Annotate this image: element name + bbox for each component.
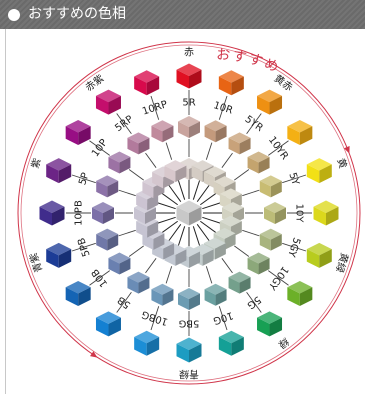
- vivid-cube-5g: [257, 311, 282, 336]
- mid-cube-10b: [108, 253, 130, 275]
- mid-cube-5pb: [96, 229, 118, 251]
- hue-code-label: 10G: [212, 309, 235, 326]
- cube-connector: [222, 258, 233, 273]
- hue-code-label: 5Y: [286, 171, 301, 187]
- starburst-line: [178, 226, 185, 247]
- hue-code-label: 5GY: [285, 236, 302, 259]
- hue-code-label: 5RP: [113, 114, 135, 134]
- mid-cube-5bg: [178, 288, 200, 310]
- starburst-line: [193, 226, 200, 247]
- mid-cube-10rp: [151, 120, 173, 142]
- cube-connector: [234, 170, 249, 181]
- mid-cube-10bg: [151, 284, 173, 306]
- mid-cube-10p: [108, 151, 130, 173]
- mid-cube-5g: [229, 272, 251, 294]
- hue-code-label: 5YR: [243, 114, 265, 134]
- cube-connector: [234, 246, 249, 257]
- cube-connector: [146, 153, 157, 168]
- hue-name-label: 青緑: [179, 368, 199, 381]
- mid-cube-5rp: [127, 132, 149, 154]
- vivid-cube-10yr: [287, 120, 312, 145]
- hue-code-label: 5G: [245, 293, 263, 310]
- vivid-cube-5pb: [46, 243, 71, 268]
- mid-cube-5p: [96, 175, 118, 197]
- vivid-cube-5r: [177, 64, 202, 89]
- vivid-cube-5bg: [177, 338, 202, 363]
- mid-cube-5yr: [229, 132, 251, 154]
- hue-code-label: 10BG: [140, 308, 169, 327]
- vivid-cube-5b: [96, 311, 121, 336]
- cube-connector: [119, 190, 136, 196]
- hue-name-label: 黄緑: [333, 251, 352, 274]
- cube-connector: [242, 230, 259, 236]
- vivid-cube-10y: [314, 201, 339, 226]
- hue-code-label: 10YR: [266, 135, 290, 162]
- mid-cube-10gy: [248, 253, 270, 275]
- ring-arrow-icon: [90, 351, 98, 357]
- center-cube: [177, 201, 202, 226]
- vivid-cube-5yr: [257, 90, 282, 115]
- mid-cube-5b: [127, 272, 149, 294]
- vivid-cube-10rp: [134, 70, 159, 95]
- hue-code-label: 10B: [90, 266, 110, 288]
- hue-code-label: 5BG: [179, 318, 200, 329]
- hue-name-label: 紫: [29, 157, 44, 170]
- vivid-cube-5rp: [96, 90, 121, 115]
- vivid-cube-10b: [66, 281, 91, 306]
- mid-cube-5r: [178, 116, 200, 138]
- mid-cube-10r: [205, 120, 227, 142]
- hue-code-label: 5PB: [76, 236, 92, 258]
- cube-connector: [222, 153, 233, 168]
- hue-code-label: 10P: [90, 137, 110, 159]
- mid-cube-10pb: [92, 202, 114, 224]
- vivid-cube-10r: [219, 70, 244, 95]
- hue-code-label: 5B: [116, 294, 133, 311]
- hue-name-label: 緑: [276, 335, 292, 351]
- starburst-line: [193, 179, 200, 200]
- hue-code-label: 10RP: [141, 99, 169, 117]
- mid-cube-10g: [205, 284, 227, 306]
- vivid-cube-10pb: [40, 201, 65, 226]
- hue-name-label: 青紫: [27, 251, 46, 274]
- cube-connector: [166, 266, 172, 283]
- wheel-caption: おすすめ: [216, 47, 283, 77]
- vivid-cube-5y: [307, 158, 332, 183]
- starburst-line: [178, 179, 185, 200]
- cube-connector: [166, 143, 172, 160]
- cube-connector: [242, 190, 259, 196]
- cube-connector: [206, 143, 212, 160]
- cube-connector: [206, 266, 212, 283]
- hue-name-label: 赤: [184, 47, 194, 59]
- vivid-cube-10gy: [287, 281, 312, 306]
- cube-connector: [119, 230, 136, 236]
- cube-connector: [129, 170, 144, 181]
- mid-cube-5y: [260, 175, 282, 197]
- vivid-cube-5p: [46, 158, 71, 183]
- vivid-cube-10g: [219, 331, 244, 356]
- mid-cube-10y: [264, 202, 286, 224]
- vivid-cube-5gy: [307, 243, 332, 268]
- cube-connector: [129, 246, 144, 257]
- vivid-cube-10bg: [134, 331, 159, 356]
- mid-cube-5gy: [260, 229, 282, 251]
- mid-cube-10yr: [248, 151, 270, 173]
- hue-code-label: 5R: [182, 98, 195, 109]
- cube-connector: [146, 258, 157, 273]
- hue-code-label: 10R: [212, 100, 234, 117]
- hue-code-label: 5P: [77, 171, 91, 186]
- hue-code-label: 10PB: [74, 200, 85, 226]
- vivid-cube-10p: [66, 120, 91, 145]
- hue-code-label: 10Y: [294, 204, 305, 224]
